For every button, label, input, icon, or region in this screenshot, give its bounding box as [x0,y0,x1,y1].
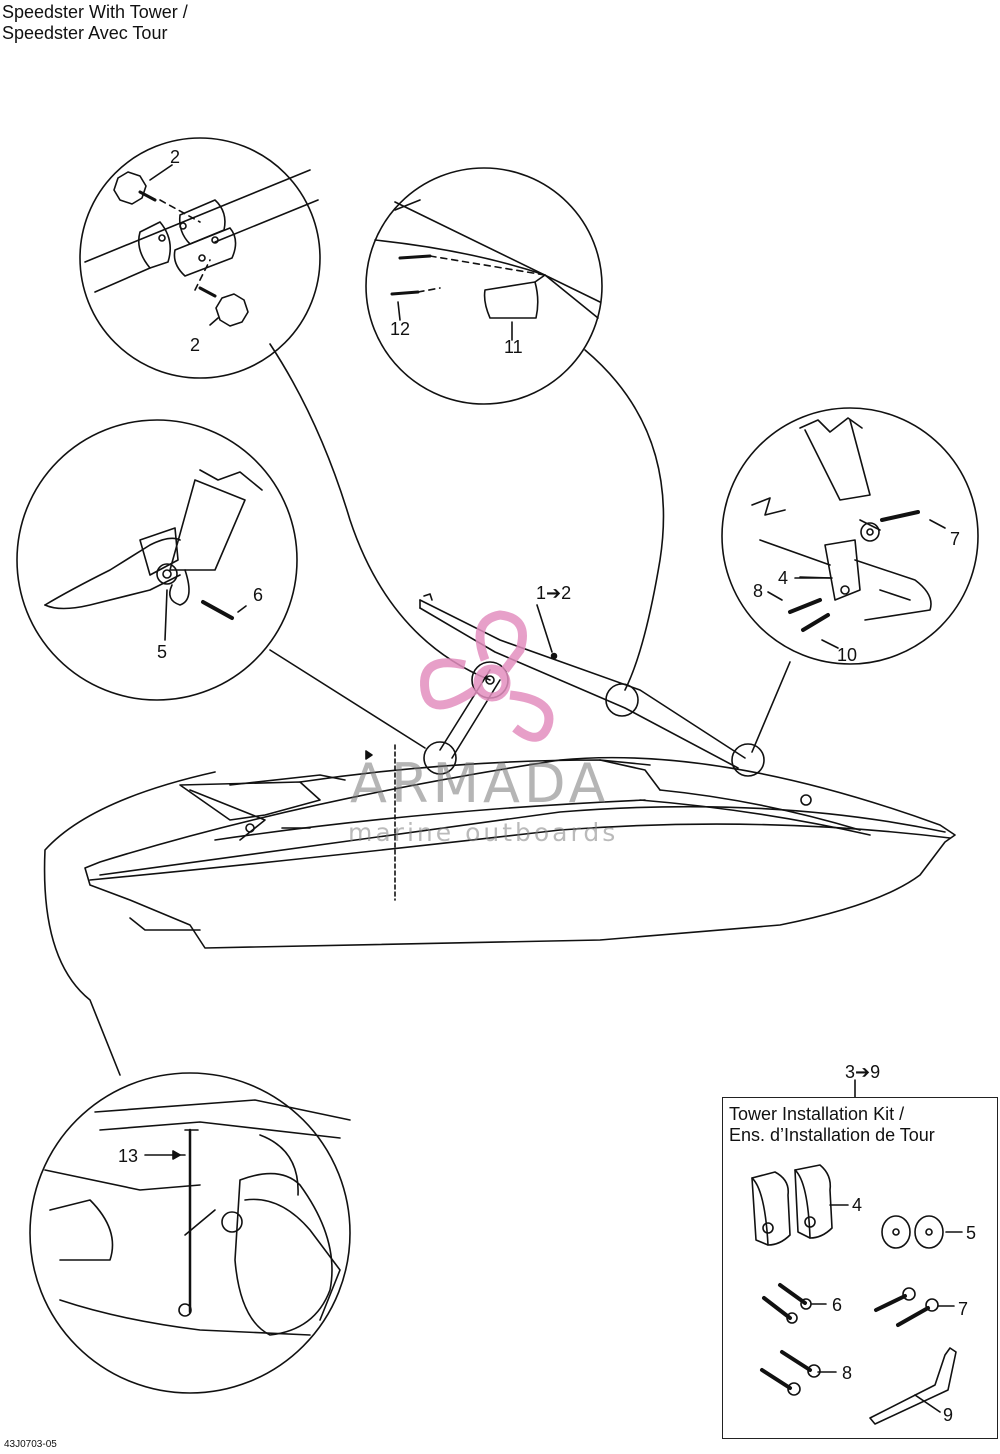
diagram-title: Speedster With Tower / Speedster Avec To… [2,2,188,44]
kit-callout-8: 8 [842,1363,853,1383]
title-line-1: Speedster With Tower / [2,2,188,22]
kit-reference: 3➔9 [845,1062,881,1082]
kit-callout-4: 4 [852,1195,863,1215]
drawing-code: 43J0703-05 [4,1439,57,1450]
installation-kit-box: Tower Installation Kit / Ens. d’Installa… [722,1097,998,1439]
kit-title-line-1: Tower Installation Kit / [729,1104,905,1124]
watermark-name: ARMADA [350,752,610,815]
kit-callout-5: 5 [966,1223,977,1243]
kit-parts [751,1164,963,1425]
detail-circle-mirror [365,167,603,405]
kit-callout-6: 6 [832,1295,843,1315]
leader-lines [43,343,791,1076]
boat-outline [84,744,956,949]
detail-circle-pivot [721,407,979,665]
tower [419,593,765,777]
callout-6: 6 [253,585,264,605]
kit-title-line-2: Ens. d’Installation de Tour [729,1125,935,1145]
callout-12: 12 [390,319,411,339]
detail-circle-strut [29,1072,351,1394]
callout-5: 5 [157,642,168,662]
watermark-subtitle: marine outboards [348,818,619,847]
callout-7: 7 [950,529,961,549]
callout-2-top: 2 [170,147,181,167]
callout-10: 10 [837,645,858,665]
title-line-2: Speedster Avec Tour [2,23,168,43]
kit-title: Tower Installation Kit / Ens. d’Installa… [729,1104,935,1146]
kit-callout-7: 7 [958,1299,969,1319]
kit-callout-9: 9 [943,1405,954,1425]
callout-2-bottom: 2 [190,335,201,355]
detail-circle-bracket [16,419,298,701]
propeller-logo [420,610,554,742]
callout-leaders [536,577,856,1098]
callout-8: 8 [753,581,764,601]
callout-4: 4 [778,568,789,588]
detail-circle-knobs [79,137,321,379]
callout-1-to-2: 1➔2 [536,583,572,603]
callout-13: 13 [118,1146,139,1166]
callout-11: 11 [504,337,523,357]
